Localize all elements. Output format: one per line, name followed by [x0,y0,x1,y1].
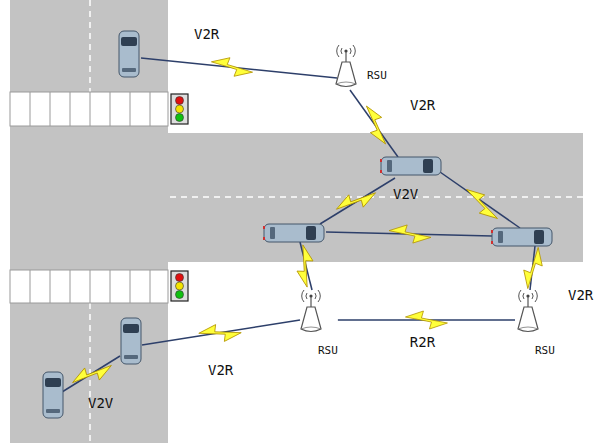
link-label: V2R [568,287,593,303]
link-label: V2R [194,26,219,42]
link-label: V2V [393,186,418,202]
rsu-icon [515,287,541,335]
link-label: R2R [410,334,435,350]
link-label: V2V [88,395,113,411]
rsu-icon [298,287,324,335]
link-label: V2R [208,362,233,378]
node-label: RSU [367,69,387,82]
node-label: RSU [535,344,555,357]
rsu-node: RSU [333,42,387,90]
wireless-link [338,311,515,329]
rsu-node: RSU [298,287,338,357]
link-label: V2R [410,97,435,113]
rsu-node: RSU [515,287,555,357]
node-label: RSU [318,344,338,357]
rsu-icon [333,42,359,90]
